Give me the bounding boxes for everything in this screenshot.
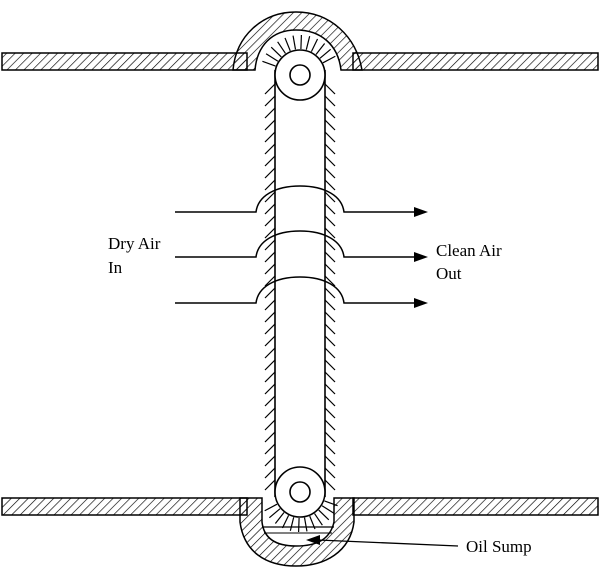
top-duct-wall bbox=[1, 52, 599, 71]
clean-air-label-line1: Clean Air bbox=[436, 241, 502, 260]
dry-air-label-line2: In bbox=[108, 258, 123, 277]
airflow-streamlines bbox=[175, 185, 415, 304]
bottom-housing bbox=[239, 497, 355, 567]
clean-air-label-line2: Out bbox=[436, 264, 462, 283]
filter-media-fibers bbox=[262, 35, 338, 532]
oil-sump-leader bbox=[306, 535, 459, 547]
oil-level bbox=[262, 526, 334, 534]
flow-arrowheads bbox=[414, 207, 428, 308]
streamline-3 bbox=[175, 276, 415, 304]
oil-sump-label: Oil Sump bbox=[466, 537, 532, 556]
streamline-1 bbox=[175, 185, 415, 213]
streamline-2 bbox=[175, 230, 415, 258]
top-roller bbox=[274, 49, 326, 101]
arrowhead-1 bbox=[414, 207, 428, 217]
arrowhead-2 bbox=[414, 252, 428, 262]
arrowhead-3 bbox=[414, 298, 428, 308]
dry-air-label-line1: Dry Air bbox=[108, 234, 161, 253]
bottom-roller bbox=[274, 466, 326, 518]
top-housing bbox=[232, 11, 363, 71]
filter-belt bbox=[274, 70, 326, 497]
